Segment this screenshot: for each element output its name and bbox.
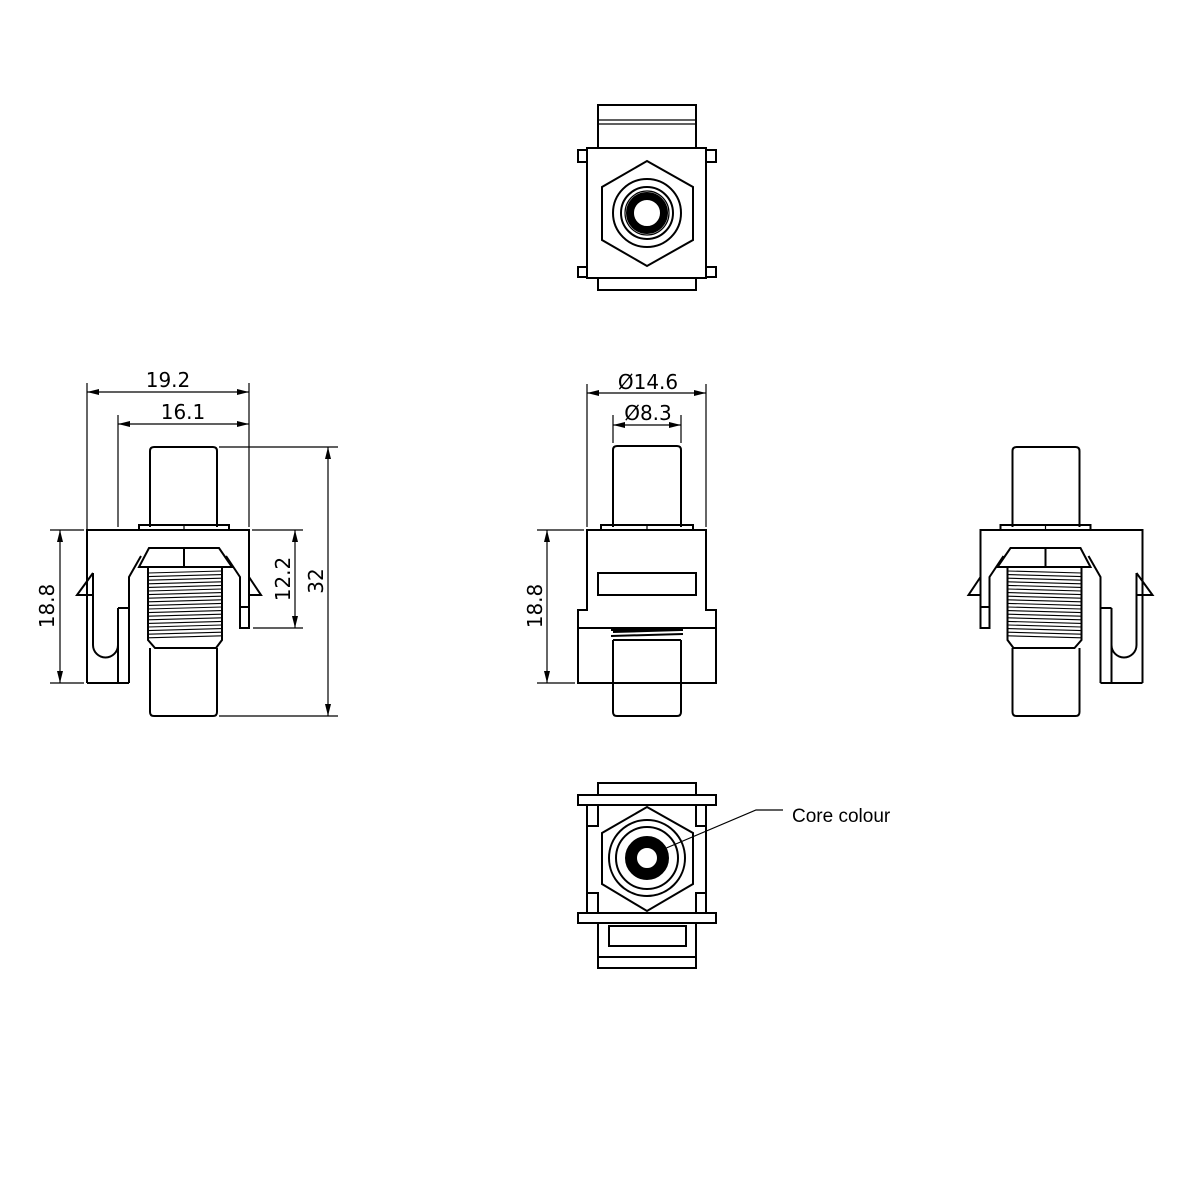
bottom-tab <box>597 277 697 291</box>
dim-total-length: 32 <box>304 568 328 593</box>
keystone-body <box>586 147 707 279</box>
ear <box>577 266 588 278</box>
thread-line <box>147 588 223 592</box>
thread-line <box>147 577 223 581</box>
thread-line <box>147 610 223 614</box>
thread-line <box>147 581 223 585</box>
latch-slot <box>608 925 687 947</box>
thread-line <box>147 584 223 588</box>
rca-ring-outer <box>608 819 686 897</box>
thread-line <box>147 595 223 599</box>
bottom-latch-tab <box>597 922 697 969</box>
thread-line <box>147 599 223 603</box>
dim-overall-width: 19.2 <box>146 368 191 392</box>
rca-ring-outer <box>612 178 682 248</box>
rca-ring-inner <box>620 186 674 240</box>
middle-view <box>577 445 717 717</box>
thread-line <box>147 628 223 632</box>
flange-bar <box>577 912 717 924</box>
nut <box>137 547 234 568</box>
thread-line <box>147 574 223 578</box>
thread-line <box>147 606 223 610</box>
rca-ring-inner <box>615 826 679 890</box>
top-tab <box>597 782 697 796</box>
rear-face-view: Core colour <box>577 782 891 969</box>
housing-body <box>577 529 717 684</box>
rca-pin-bottom <box>612 640 682 717</box>
hex-nut <box>601 805 694 913</box>
dim-housing-height: 18.8 <box>35 584 59 629</box>
dim-panel-thickness: 12.2 <box>271 557 295 602</box>
thread-line <box>147 624 223 628</box>
rca-pin-top <box>612 445 682 527</box>
threaded-barrel <box>147 567 223 649</box>
right-side-view <box>967 446 1154 717</box>
ear <box>705 149 717 163</box>
latch-barb <box>248 576 263 596</box>
left-side-view <box>75 446 263 717</box>
thread-line <box>147 620 223 624</box>
thread-line <box>147 570 223 574</box>
top-latch-tab <box>597 104 697 149</box>
thread-line <box>147 617 223 621</box>
thread-detail <box>610 629 684 641</box>
rca-core-colour <box>625 836 669 880</box>
rca-pin-top <box>149 446 218 527</box>
housing-frame <box>86 529 250 683</box>
thread-line <box>147 602 223 606</box>
top-face-view <box>577 104 717 291</box>
core-colour-callout: Core colour <box>792 806 891 827</box>
window-slot <box>597 572 697 596</box>
ear <box>705 266 717 278</box>
thread-line <box>147 635 223 639</box>
rca-pin-bottom <box>149 648 218 717</box>
thread-line <box>147 631 223 635</box>
dim-housing-width: 16.1 <box>161 400 206 424</box>
dim-outer-diameter: Ø14.6 <box>618 370 678 394</box>
dim-housing-height: 18.8 <box>523 584 547 629</box>
thread-line <box>147 613 223 617</box>
ear <box>577 149 588 163</box>
flange-bar <box>577 794 717 806</box>
latch-clip <box>75 572 119 659</box>
thread-line <box>147 592 223 596</box>
callout-leader <box>663 809 783 850</box>
middle-view-dimensions: Ø14.6 Ø8.3 18.8 <box>523 370 707 684</box>
dim-pin-diameter: Ø8.3 <box>624 401 672 425</box>
hex-nut <box>601 159 694 268</box>
rca-core-colour <box>626 192 668 234</box>
left-view-dimensions: 19.2 16.1 18.8 12.2 32 <box>35 368 338 717</box>
corner-recesses <box>587 805 706 913</box>
